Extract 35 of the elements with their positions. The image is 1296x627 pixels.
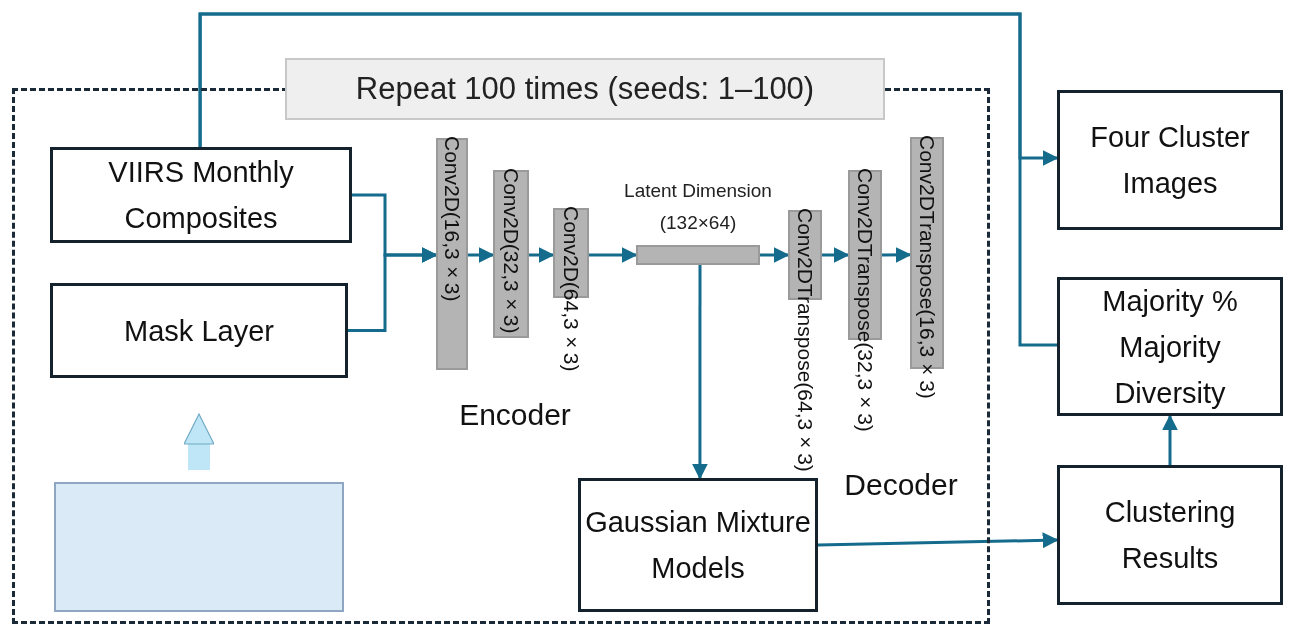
process-box — [50, 147, 352, 243]
layer-label: Conv2DTranspose(64,3×3) — [793, 208, 818, 472]
layer-label: Conv2DTranspose(16,3×3) — [915, 135, 940, 399]
layer-label: Conv2D(64,3×3) — [559, 206, 584, 372]
layer-label: Conv2D(16,3×3) — [440, 136, 465, 302]
process-box — [578, 478, 818, 612]
source-box — [54, 482, 344, 612]
connector-line — [198, 12, 1057, 347]
arrow — [822, 247, 850, 263]
box-label: Four Cluster Images — [1089, 120, 1251, 201]
arrow — [468, 246, 495, 263]
arrow — [589, 247, 638, 263]
box-label: Gaussian Mixture Models — [584, 505, 812, 586]
arrow — [817, 532, 1059, 549]
process-box — [1057, 277, 1283, 416]
arrow — [882, 246, 912, 263]
layer-label: Conv2DTranspose(32,3×3) — [853, 168, 878, 432]
arrow — [760, 247, 790, 263]
layer-bar — [493, 170, 529, 338]
box-label: Clustering Results — [1103, 495, 1237, 576]
process-box — [1057, 465, 1283, 605]
box-label: Majority % Majority Diversity — [1101, 283, 1239, 411]
arrow — [691, 265, 708, 480]
arrow — [348, 246, 438, 332]
layer-bar — [436, 138, 468, 370]
box-label: VIIRS Monthly Composites — [107, 155, 295, 236]
process-box — [1057, 90, 1283, 230]
block-arrow — [183, 413, 215, 470]
process-box — [50, 283, 348, 378]
layer-label: Conv2D(32,3×3) — [499, 168, 524, 334]
arrow — [529, 247, 555, 263]
loop-heading: Repeat 100 times (seeds: 1–100) — [285, 58, 885, 120]
arrow — [1162, 414, 1178, 465]
latent-label: Latent Dimension (132×64) — [623, 179, 773, 235]
box-label: Mask Layer — [124, 313, 274, 349]
